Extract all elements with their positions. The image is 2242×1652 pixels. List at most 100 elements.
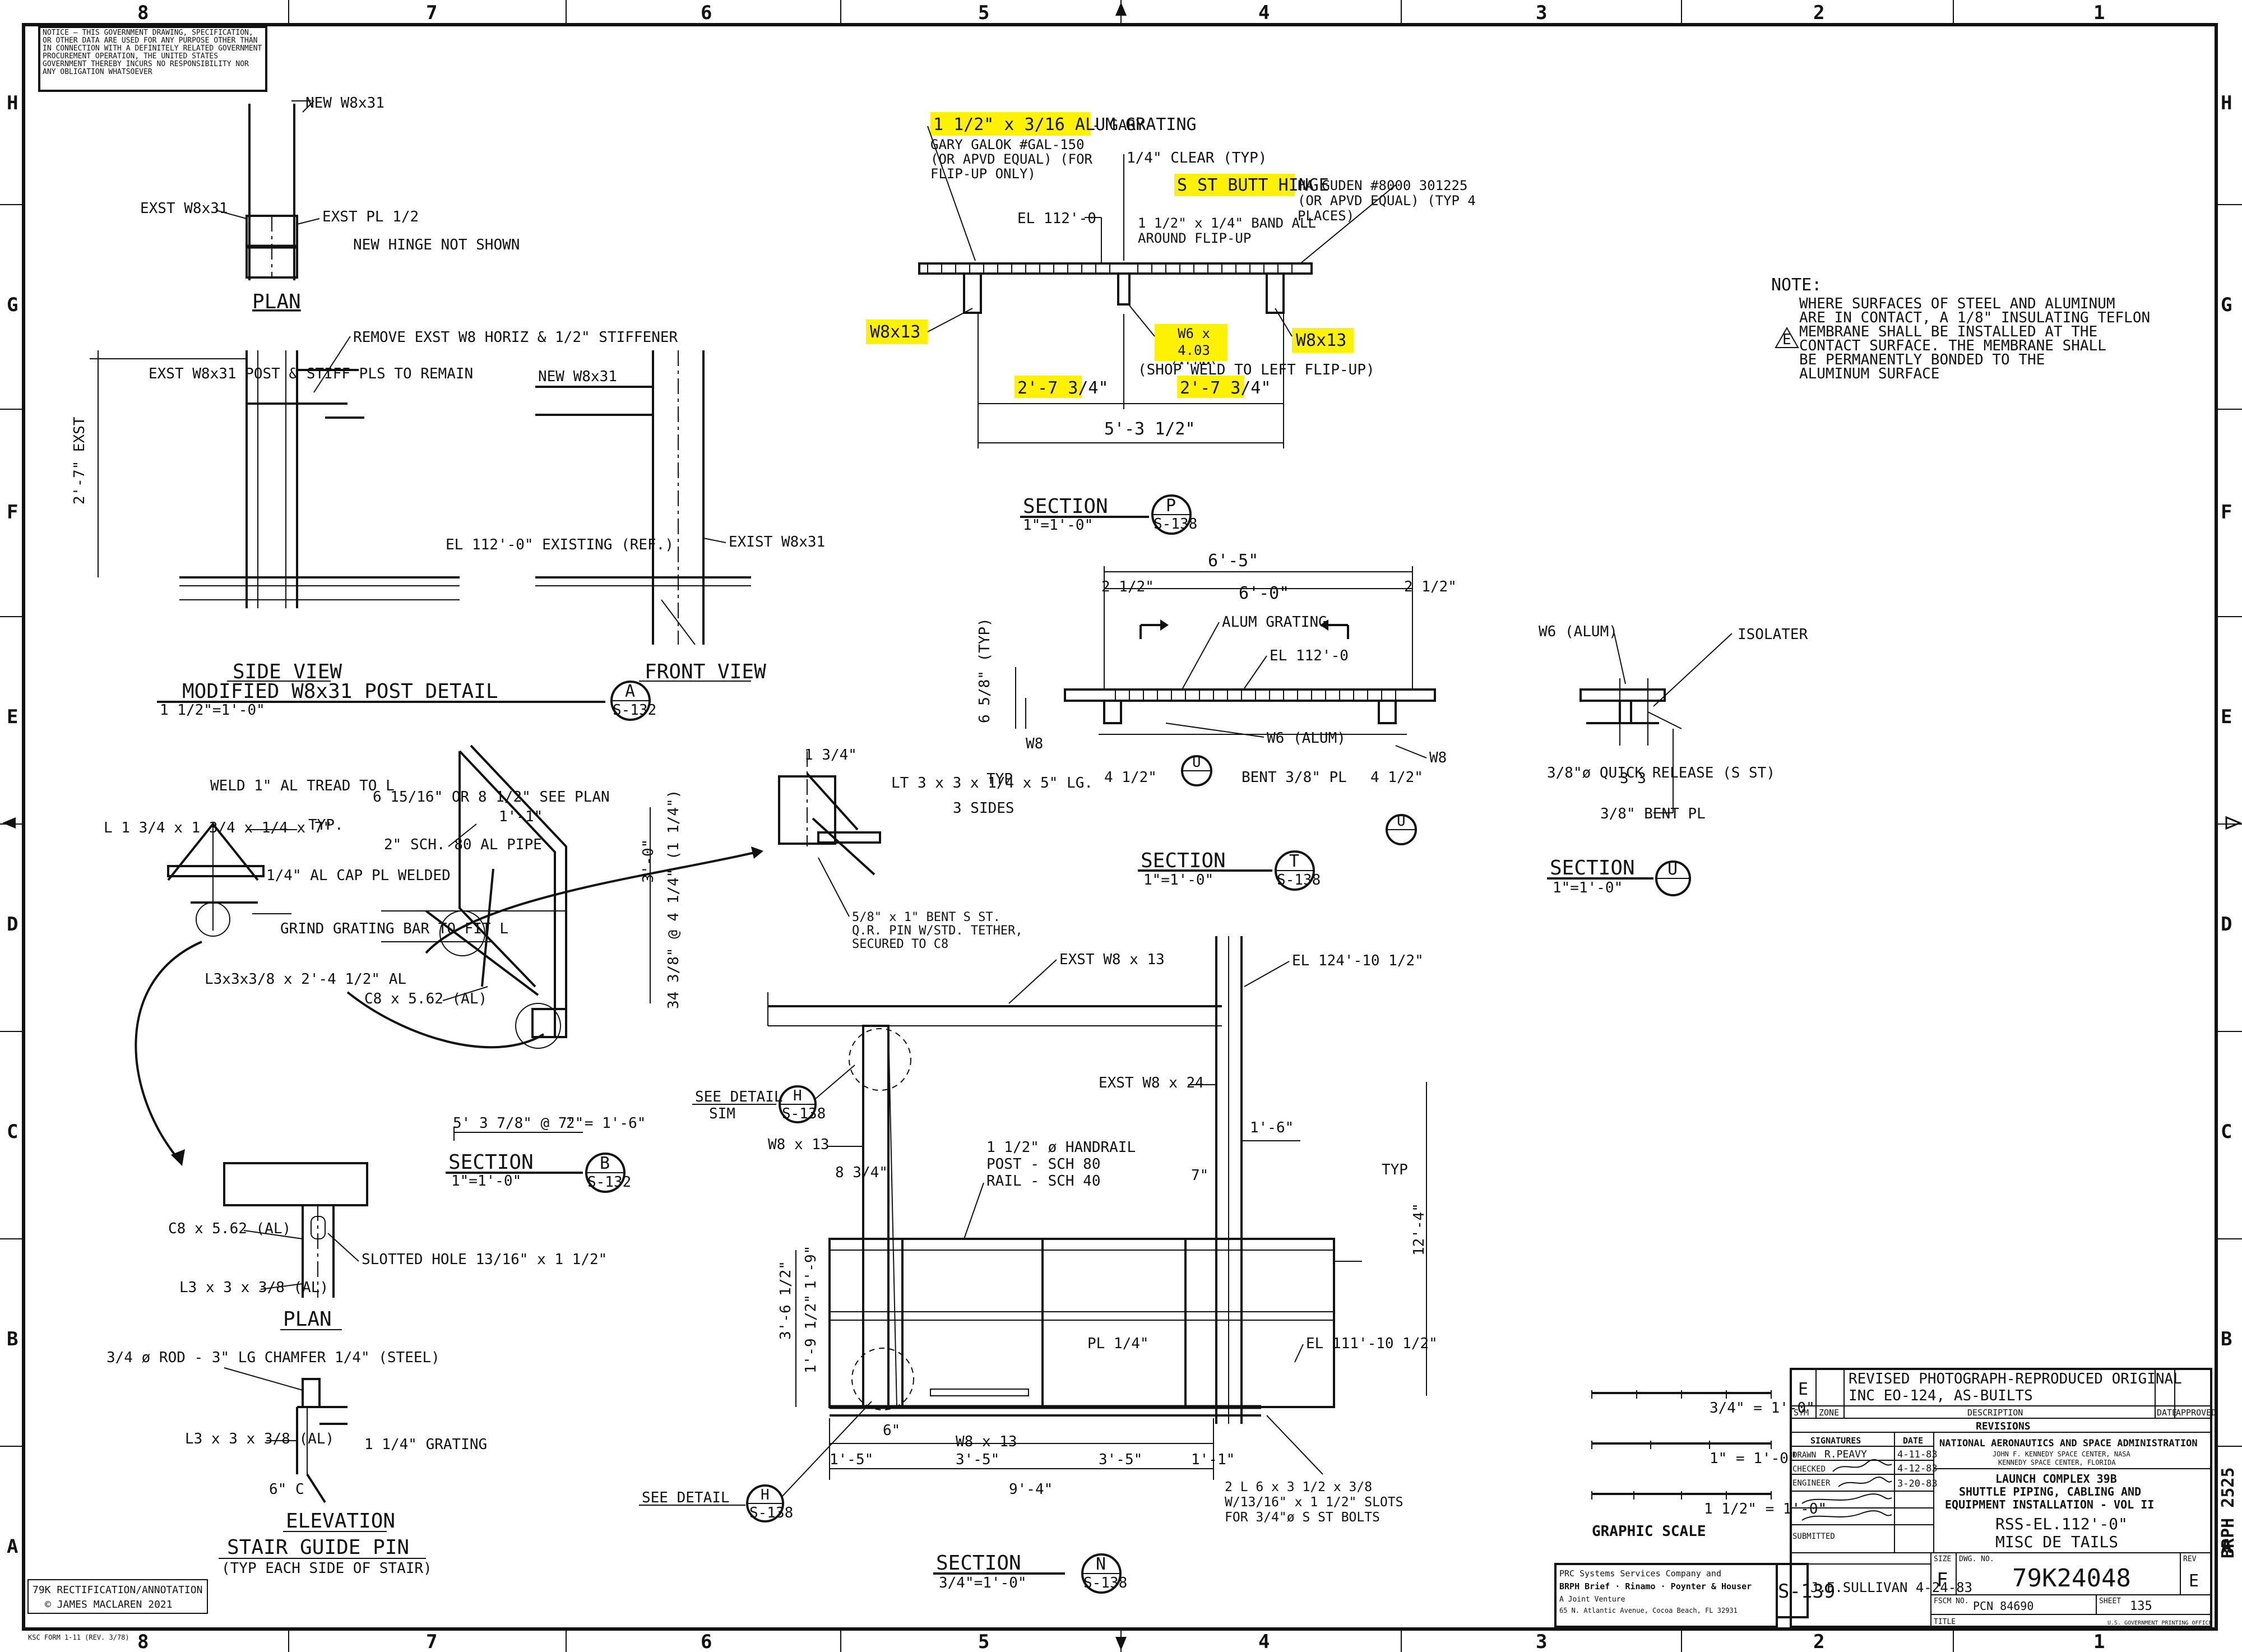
annotation-line-1: 79K RECTIFICATION/ANNOTATION bbox=[33, 1584, 202, 1596]
checked-date: 4-12-83 bbox=[1897, 1463, 1938, 1474]
title-label: TITLE bbox=[1934, 1618, 1956, 1626]
section-p-scale: 1"=1'-0" bbox=[1023, 517, 1093, 534]
t-grating-label: ALUM GRATING bbox=[1222, 614, 1327, 631]
section-u: W6 (ALUM) ISOLATER 3/8"ø QUICK RELEASE (… bbox=[1539, 623, 1808, 896]
svg-text:4: 4 bbox=[1258, 2, 1270, 24]
section-b-scale: 1"=1'-0" bbox=[451, 1173, 521, 1190]
band-note: 1 1/2" x 1/4" BAND ALL AROUND FLIP-UP bbox=[1138, 216, 1316, 246]
svg-text:F: F bbox=[7, 501, 18, 524]
svg-text:A: A bbox=[7, 1535, 18, 1558]
agency-line-1: NATIONAL AERONAUTICS AND SPACE ADMINISTR… bbox=[1939, 1438, 2198, 1449]
svg-text:B: B bbox=[7, 1328, 18, 1350]
side-view-title: SIDE VIEW bbox=[233, 660, 342, 683]
b-pipe-label: 2" SCH. 80 AL PIPE bbox=[384, 836, 542, 853]
n-dim-1-6: 1'-6" bbox=[1250, 1119, 1294, 1136]
section-u-scale: 1"=1'-0" bbox=[1553, 880, 1623, 896]
rev-label: REV bbox=[2183, 1555, 2197, 1563]
prc-line-3: A Joint Venture bbox=[1559, 1595, 1625, 1604]
b-grind-label: GRIND GRATING BAR TO FIT L bbox=[280, 920, 508, 937]
note-line-1: WHERE SURFACES OF STEEL AND ALUMINUM bbox=[1799, 295, 2115, 312]
note-heading: NOTE: bbox=[1771, 275, 1822, 295]
t-dim-vert: 6 5/8" (TYP) bbox=[976, 618, 993, 723]
callout-n-letter: N bbox=[1096, 1554, 1106, 1574]
n-handrail: 1 1/2" ø HANDRAIL bbox=[986, 1139, 1136, 1156]
b-handrail-note: 6 15/16" OR 8 1/2" SEE PLAN bbox=[373, 789, 610, 806]
w8-left-label: W8x13 bbox=[870, 322, 920, 342]
elevation: 3/4 ø ROD - 3" LG CHAMFER 1/4" (STEEL) L… bbox=[106, 1349, 487, 1577]
svg-text:B: B bbox=[2221, 1328, 2232, 1350]
b-lt-label: LT 3 x 3 x 1/4 x 5" LG. bbox=[891, 775, 1093, 792]
svg-text:D: D bbox=[2221, 913, 2232, 936]
callout-b-letter: B bbox=[600, 1154, 610, 1173]
rev-letter: E bbox=[1798, 1380, 1808, 1399]
t-dim-42: 4 1/2" bbox=[1370, 769, 1423, 786]
n-dim-1-5: 1'-5" bbox=[830, 1451, 873, 1468]
svg-text:8: 8 bbox=[137, 1631, 149, 1652]
n-dim-1-1: 1'-1" bbox=[1191, 1451, 1235, 1468]
rev-desc: REVISED PHOTOGRAPH-REPRODUCED ORIGINAL bbox=[1849, 1371, 2182, 1387]
note-line-6: ALUMINUM SURFACE bbox=[1799, 365, 1939, 382]
elev-rod-label: 3/4 ø ROD - 3" LG CHAMFER 1/4" (STEEL) bbox=[106, 1349, 440, 1366]
dim-p-1: 2'-7 3/4" bbox=[1017, 378, 1109, 398]
n-w8-label: W8 x 13 bbox=[768, 1136, 830, 1153]
rev-desc-2: INC EO-124, AS-BUILTS bbox=[1849, 1387, 2033, 1404]
callout-a-sheet: S-132 bbox=[613, 702, 656, 719]
note-line-5: BE PERMANENTLY BONDED TO THE bbox=[1799, 351, 2045, 368]
n-dim-8-3-4: 8 3/4" bbox=[835, 1164, 888, 1181]
svg-text:A: A bbox=[2221, 1535, 2232, 1558]
svg-text:G: G bbox=[2221, 294, 2232, 316]
w6-label: W6 x 4.03 (ALUM) bbox=[1170, 326, 1219, 364]
elev-l3-label: L3 x 3 x 3/8 (AL) bbox=[185, 1431, 334, 1447]
svg-text:7: 7 bbox=[426, 2, 437, 24]
svg-text:8: 8 bbox=[137, 2, 149, 24]
engineer-signature bbox=[1838, 1477, 1892, 1487]
svg-text:5: 5 bbox=[978, 1631, 989, 1652]
svg-text:5: 5 bbox=[978, 2, 989, 24]
plan-slotted-label: SLOTTED HOLE 13/16" x 1 1/2" bbox=[362, 1251, 607, 1268]
zone-labels-right: H G F E D C B A bbox=[2221, 92, 2232, 1558]
section-n: EXST W8 x 13 EL 124'-10 1/2" EXST W8 x 2… bbox=[639, 936, 1438, 1594]
signature-5 bbox=[1801, 1510, 1892, 1521]
t-w8-left: W8 bbox=[1026, 735, 1043, 752]
el-note: EL 112'-0" EXISTING (REF.) bbox=[446, 536, 674, 553]
center-arrow-bottom-icon bbox=[1115, 1637, 1127, 1650]
svg-text:F: F bbox=[2221, 501, 2232, 524]
dim-p-2: 2'-7 3/4" bbox=[1180, 378, 1271, 398]
svg-text:C: C bbox=[2221, 1121, 2232, 1143]
section-b-title: SECTION bbox=[448, 1151, 534, 1174]
side-code: BRPH 2525 bbox=[2218, 1467, 2238, 1558]
n-h2-sheet: S-138 bbox=[749, 1505, 793, 1521]
title-block: E REVISED PHOTOGRAPH-REPRODUCED ORIGINAL… bbox=[1554, 1368, 2238, 1628]
note-line-3: MEMBRANE SHALL BE INSTALLED AT THE bbox=[1799, 323, 2097, 340]
n-see-detail-h: SEE DETAIL bbox=[695, 1089, 783, 1105]
n-slots-note: 2 L 6 x 3 1/2 x 3/8 W/13/16" x 1 1/2" SL… bbox=[1225, 1480, 1403, 1525]
u-quick-label: 3/8"ø QUICK RELEASE (S ST) bbox=[1547, 765, 1775, 781]
n-dim-9-4: 9'-4" bbox=[1009, 1481, 1053, 1498]
zone-labels-left: H G F E D C B A bbox=[7, 92, 18, 1558]
b-dim-11: 1'-1" bbox=[499, 808, 543, 825]
n-dim-3-6: 3'-6 1/2" bbox=[777, 1261, 794, 1340]
hdr-sym: SYM bbox=[1794, 1408, 1809, 1418]
hdr-zone: ZONE bbox=[1819, 1408, 1839, 1418]
b-typ: TYP. bbox=[308, 817, 344, 834]
fscm-value: PCN 84690 bbox=[1973, 1599, 2033, 1613]
sheet-border bbox=[22, 23, 2218, 1631]
note-line-2: ARE IN CONTACT, A 1/8" INSULATING TEFLON bbox=[1799, 309, 2150, 326]
front-note-2: EXIST W8x31 bbox=[729, 534, 825, 550]
w8-right-label: W8x13 bbox=[1296, 331, 1346, 350]
checked-signature bbox=[1832, 1459, 1892, 1472]
b-dim-bottom: 5' 3 7/8" @ 7" = 1'-6" bbox=[453, 1115, 646, 1132]
svg-text:E: E bbox=[2221, 706, 2232, 728]
sheet-code: S-139 bbox=[1778, 1580, 1835, 1603]
t-el-label: EL 112'-0 bbox=[1270, 647, 1349, 664]
hdr-date: DATE bbox=[2157, 1408, 2177, 1418]
side-dim: 2'-7" EXST bbox=[71, 417, 88, 505]
scale-1-label: 3/4" = 1'-0" bbox=[1710, 1400, 1815, 1417]
engineer-date: 3-20-83 bbox=[1897, 1478, 1938, 1489]
exst-pl-label: EXST PL 1/2 bbox=[322, 209, 419, 225]
post-detail-front-view: NEW W8x31 EXIST W8x31 EL 112'-0" EXISTIN… bbox=[446, 350, 825, 683]
callout-n-sheet: S-138 bbox=[1083, 1575, 1127, 1591]
general-note: NOTE: E WHERE SURFACES OF STEEL AND ALUM… bbox=[1771, 275, 2150, 382]
gpo-label: U.S. GOVERNMENT PRINTING OFFICE bbox=[2107, 1620, 2212, 1626]
project-line-5: MISC DE TAILS bbox=[1995, 1533, 2118, 1551]
